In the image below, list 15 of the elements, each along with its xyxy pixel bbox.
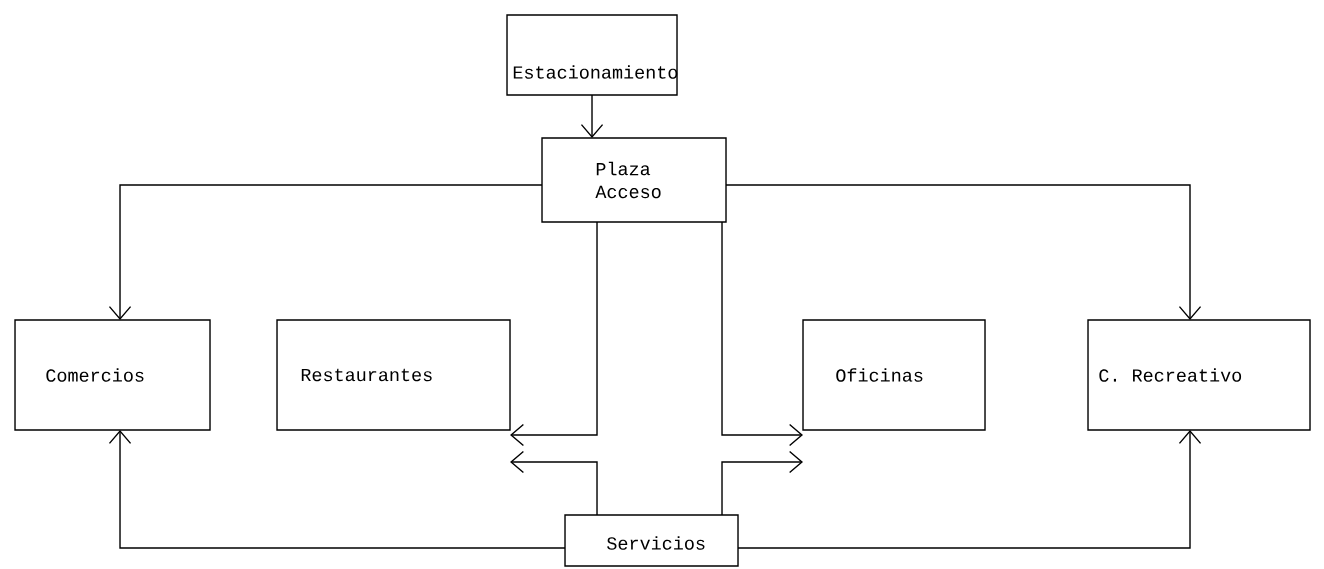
- process-box: Restaurantes: [276, 319, 511, 431]
- arrow: [580, 94, 604, 138]
- arrow: [725, 184, 1202, 320]
- process-box: Comercios: [14, 319, 211, 431]
- arrow: [108, 430, 566, 549]
- arrow: [510, 221, 598, 447]
- process-box: Oficinas: [802, 319, 986, 431]
- process-box: C. Recreativo: [1087, 319, 1311, 431]
- arrow: [721, 450, 803, 516]
- process-box: Plaza Acceso: [541, 137, 727, 223]
- process-box: Servicios: [564, 514, 739, 567]
- arrow: [737, 430, 1202, 549]
- arrow: [510, 450, 598, 516]
- arrow: [721, 221, 803, 447]
- arrow: [108, 184, 543, 320]
